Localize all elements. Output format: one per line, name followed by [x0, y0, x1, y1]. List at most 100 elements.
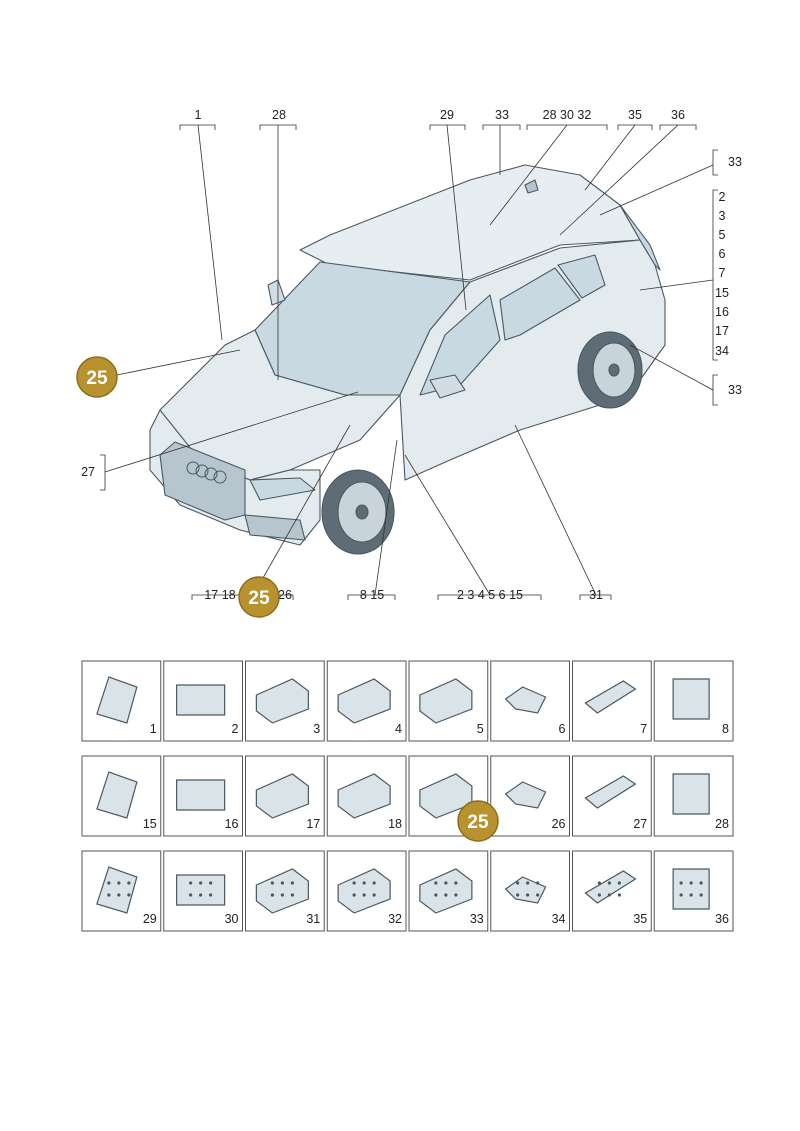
part-illustration: [176, 779, 226, 811]
part-cell-31[interactable]: 31: [245, 850, 325, 932]
part-cell-5[interactable]: 5: [408, 660, 489, 742]
part-illustration: [337, 773, 391, 819]
callout-28-30-32: 28 30 32: [543, 108, 592, 122]
part-illustration: [504, 781, 547, 809]
part-texture-dot: [117, 893, 121, 897]
part-cell-1[interactable]: 1: [81, 660, 162, 742]
part-number: 31: [306, 912, 320, 926]
part-illustration: [96, 866, 138, 914]
highlight-badge-left[interactable]: 25: [76, 356, 118, 398]
part-cell-16[interactable]: 16: [163, 755, 243, 837]
part-illustration: [419, 868, 473, 914]
part-texture-dot: [689, 881, 693, 885]
part-number: 8: [722, 722, 729, 736]
car-illustration: [149, 164, 666, 555]
part-texture-dot: [516, 893, 520, 897]
part-number: 30: [225, 912, 239, 926]
part-cell-4[interactable]: 4: [326, 660, 407, 742]
part-cell-6[interactable]: 6: [490, 660, 570, 742]
part-illustration: [584, 680, 637, 714]
callout-28: 28: [272, 108, 286, 122]
part-illustration: [672, 678, 710, 720]
part-illustration: [672, 773, 710, 815]
callout-right-group-15: 15: [715, 286, 729, 300]
highlight-badge-grid-label: 25: [467, 812, 489, 833]
part-texture-dot: [209, 893, 213, 897]
part-texture-dot: [290, 893, 294, 897]
part-texture-dot: [280, 881, 284, 885]
part-texture-dot: [597, 893, 601, 897]
part-cell-3[interactable]: 3: [245, 660, 325, 742]
callout-right-group-5: 5: [719, 228, 726, 242]
part-illustration: [176, 684, 226, 716]
part-number: 29: [143, 912, 157, 926]
part-cell-17[interactable]: 17: [245, 755, 325, 837]
part-texture-dot: [362, 881, 366, 885]
callout-31: 31: [589, 588, 603, 602]
part-cell-7[interactable]: 7: [572, 660, 652, 742]
part-texture-dot: [597, 881, 601, 885]
part-cell-32[interactable]: 32: [326, 850, 407, 932]
part-cell-35[interactable]: 35: [572, 850, 652, 932]
part-texture-dot: [607, 881, 611, 885]
part-illustration: [96, 771, 138, 819]
callout-36: 36: [671, 108, 685, 122]
part-cell-36[interactable]: 36: [653, 850, 734, 932]
part-number: 36: [715, 912, 729, 926]
part-illustration: [96, 676, 138, 724]
part-number: 27: [633, 817, 647, 831]
part-cell-18[interactable]: 18: [326, 755, 407, 837]
part-cell-27[interactable]: 27: [572, 755, 652, 837]
part-cell-33[interactable]: 33: [408, 850, 489, 932]
part-texture-dot: [526, 881, 530, 885]
part-number: 34: [552, 912, 566, 926]
part-texture-dot: [617, 893, 621, 897]
callout-2-3-4-5-6-15: 2 3 4 5 6 15: [457, 588, 523, 602]
callout-right-33-top: 33: [728, 155, 742, 169]
part-texture-dot: [189, 893, 193, 897]
part-texture-dot: [107, 893, 111, 897]
part-texture-dot: [454, 881, 458, 885]
part-number: 18: [388, 817, 402, 831]
part-number: 28: [715, 817, 729, 831]
part-texture-dot: [689, 893, 693, 897]
part-cell-15[interactable]: 15: [81, 755, 162, 837]
part-texture-dot: [536, 881, 540, 885]
part-texture-dot: [444, 881, 448, 885]
part-texture-dot: [189, 881, 193, 885]
part-illustration: [584, 775, 637, 809]
part-texture-dot: [607, 893, 611, 897]
part-texture-dot: [209, 881, 213, 885]
part-texture-dot: [107, 881, 111, 885]
part-texture-dot: [679, 881, 683, 885]
part-texture-dot: [372, 881, 376, 885]
part-cell-26[interactable]: 26: [490, 755, 570, 837]
part-cell-28[interactable]: 28: [653, 755, 734, 837]
callout-right-group-6: 6: [719, 247, 726, 261]
part-cell-8[interactable]: 8: [653, 660, 734, 742]
callout-right-group-3: 3: [719, 209, 726, 223]
part-illustration: [504, 876, 547, 904]
callout-right-group-2: 2: [719, 190, 726, 204]
part-cell-30[interactable]: 30: [163, 850, 243, 932]
part-texture-dot: [270, 893, 274, 897]
part-number: 32: [388, 912, 402, 926]
part-number: 3: [313, 722, 320, 736]
part-texture-dot: [352, 893, 356, 897]
part-number: 6: [559, 722, 566, 736]
part-cell-2[interactable]: 2: [163, 660, 243, 742]
part-number: 1: [150, 722, 157, 736]
highlight-badge-left-label: 25: [86, 368, 108, 389]
part-number: 5: [477, 722, 484, 736]
part-cell-29[interactable]: 29: [81, 850, 162, 932]
part-texture-dot: [516, 881, 520, 885]
part-cell-34[interactable]: 34: [490, 850, 570, 932]
part-texture-dot: [699, 893, 703, 897]
part-illustration: [176, 874, 226, 906]
part-texture-dot: [454, 893, 458, 897]
highlight-badge-bottom[interactable]: 25: [238, 576, 280, 618]
part-texture-dot: [127, 881, 131, 885]
highlight-badge-grid[interactable]: 25: [457, 800, 499, 842]
